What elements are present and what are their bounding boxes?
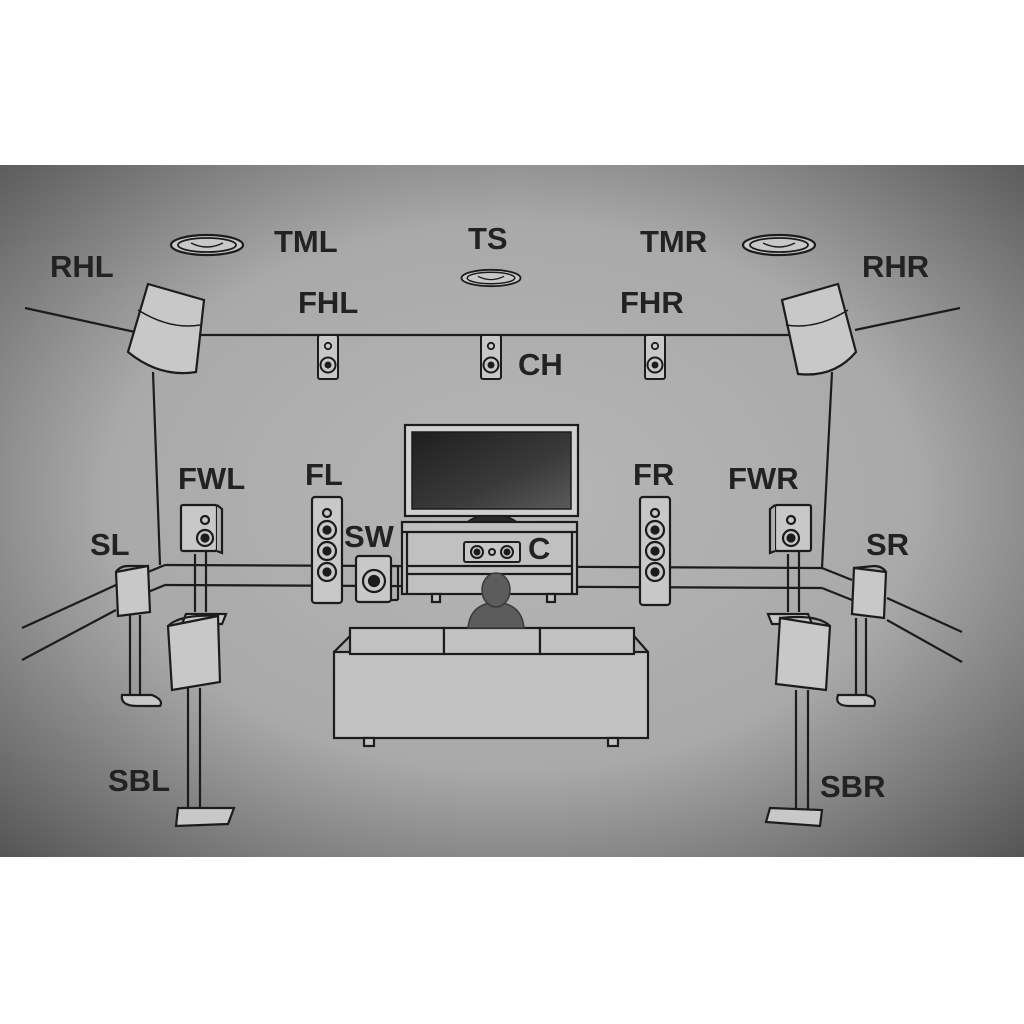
speaker-sr xyxy=(836,564,888,708)
label-rhr: RHR xyxy=(862,249,929,284)
label-fwl: FWL xyxy=(178,461,245,496)
speaker-fhr xyxy=(644,334,666,380)
speaker-sbr xyxy=(764,615,832,828)
speaker-fr xyxy=(638,495,672,607)
speaker-rhr xyxy=(780,282,858,376)
label-sbr: SBR xyxy=(820,769,885,804)
tv xyxy=(403,423,580,527)
speaker-sl xyxy=(114,564,163,708)
label-c: C xyxy=(528,531,550,566)
speaker-tmr xyxy=(741,233,817,257)
label-sbl: SBL xyxy=(108,763,170,798)
label-tmr: TMR xyxy=(640,224,707,259)
speaker-ts xyxy=(460,268,522,288)
label-tml: TML xyxy=(274,224,338,259)
label-sw: SW xyxy=(344,519,395,554)
label-fhr: FHR xyxy=(620,285,684,320)
label-fhl: FHL xyxy=(298,285,358,320)
speaker-ch xyxy=(480,334,502,380)
sofa xyxy=(332,626,650,748)
label-fl: FL xyxy=(305,457,343,492)
label-ts: TS xyxy=(468,221,508,256)
subwoofer-sw xyxy=(354,554,400,604)
speaker-tml xyxy=(169,233,245,257)
speaker-fhl xyxy=(317,334,339,380)
speaker-c xyxy=(463,541,521,563)
label-fr: FR xyxy=(633,457,674,492)
speaker-sbl xyxy=(166,614,236,828)
label-fwr: FWR xyxy=(728,461,799,496)
label-ch: CH xyxy=(518,347,563,382)
listener-person xyxy=(467,572,525,629)
label-rhl: RHL xyxy=(50,249,114,284)
label-sr: SR xyxy=(866,527,909,562)
speaker-rhl xyxy=(126,282,206,375)
speaker-fl xyxy=(310,495,344,605)
label-sl: SL xyxy=(90,527,130,562)
